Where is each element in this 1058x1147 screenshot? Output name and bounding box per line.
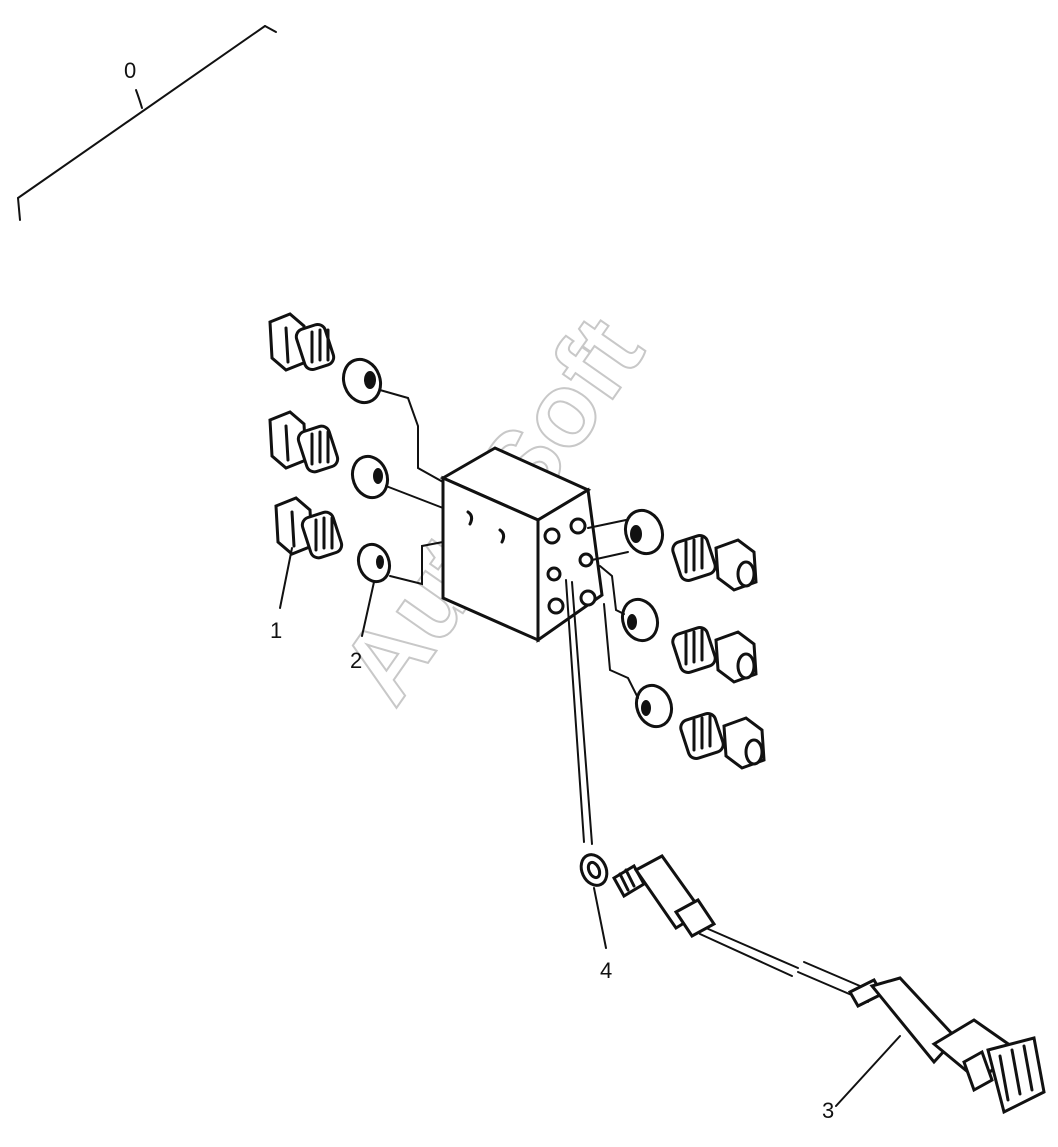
nut-left-2 (350, 454, 390, 500)
leader-3 (835, 1035, 901, 1107)
leader-to-sensor (565, 579, 593, 845)
leaders-left (279, 389, 444, 637)
fitting-left-2 (268, 410, 340, 474)
callout-2: 2 (350, 648, 362, 673)
fitting-right-2 (671, 625, 758, 684)
nut-left-3 (356, 542, 392, 584)
leaders-right (587, 519, 639, 699)
fitting-right-3 (679, 711, 766, 770)
fitting-left-3 (274, 496, 344, 560)
callout-4: 4 (600, 958, 612, 983)
callout-1: 1 (270, 618, 282, 643)
nut-right-1 (623, 508, 665, 556)
fitting-right-1 (671, 533, 758, 592)
nut-left-1 (341, 357, 383, 405)
callout-3: 3 (822, 1098, 834, 1123)
callout-0: 0 (124, 58, 136, 83)
valve-block (439, 446, 604, 643)
speed-sensor-3 (611, 854, 1046, 1115)
nut-right-3 (634, 683, 674, 729)
washer-4 (579, 853, 609, 887)
leader-4 (593, 887, 607, 949)
fitting-left-1 (268, 312, 336, 372)
assembly-bracket (17, 25, 277, 221)
nut-right-2 (620, 597, 660, 643)
